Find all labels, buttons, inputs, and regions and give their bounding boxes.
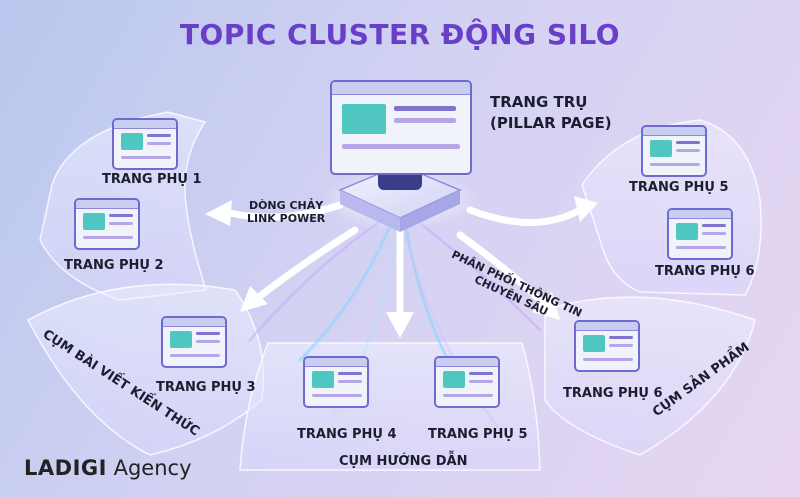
page-window-6-top — [667, 208, 733, 260]
pillar-label-line2: (PILLAR PAGE) — [490, 114, 612, 132]
page-label-5-guide: TRANG PHỤ 5 — [428, 427, 528, 442]
page-label-2: TRANG PHỤ 2 — [64, 258, 164, 273]
page-window-2 — [74, 198, 140, 250]
page-window-5-top — [641, 125, 707, 177]
link-power-line1: DÒNG CHẢY — [248, 199, 324, 212]
pillar-page-window — [330, 80, 472, 175]
pillar-label: TRANG TRỤ (PILLAR PAGE) — [490, 92, 612, 134]
link-power-label: DÒNG CHẢY LINK POWER — [247, 199, 325, 225]
link-power-line2: LINK POWER — [247, 212, 326, 225]
page-label-6-product: TRANG PHỤ 6 — [563, 386, 663, 401]
arrow-to-knowledge — [251, 226, 359, 304]
page-label-3: TRANG PHỤ 3 — [156, 380, 256, 395]
brand-logo: LADIGI Agency — [24, 456, 192, 480]
page-window-1 — [112, 118, 178, 170]
arrow-to-product — [456, 231, 549, 309]
page-label-6-top: TRANG PHỤ 6 — [655, 264, 755, 279]
brand-rest: Agency — [106, 456, 192, 480]
page-label-4: TRANG PHỤ 4 — [297, 427, 397, 442]
page-label-1: TRANG PHỤ 1 — [102, 172, 202, 187]
page-window-4 — [303, 356, 369, 408]
page-label-5-top: TRANG PHỤ 5 — [629, 180, 729, 195]
page-window-5-guide — [434, 356, 500, 408]
arrow-heads — [205, 196, 598, 338]
arrow-to-right-top — [466, 206, 584, 226]
cluster-name-guide: CỤM HƯỚNG DẪN — [339, 454, 468, 469]
page-window-3 — [161, 316, 227, 368]
page-title: TOPIC CLUSTER ĐỘNG SILO — [179, 18, 621, 51]
brand-bold: LADIGI — [24, 456, 107, 480]
page-window-6-product — [574, 320, 640, 372]
pillar-label-line1: TRANG TRỤ — [490, 93, 588, 111]
cluster-panel-knowledge — [26, 283, 265, 456]
